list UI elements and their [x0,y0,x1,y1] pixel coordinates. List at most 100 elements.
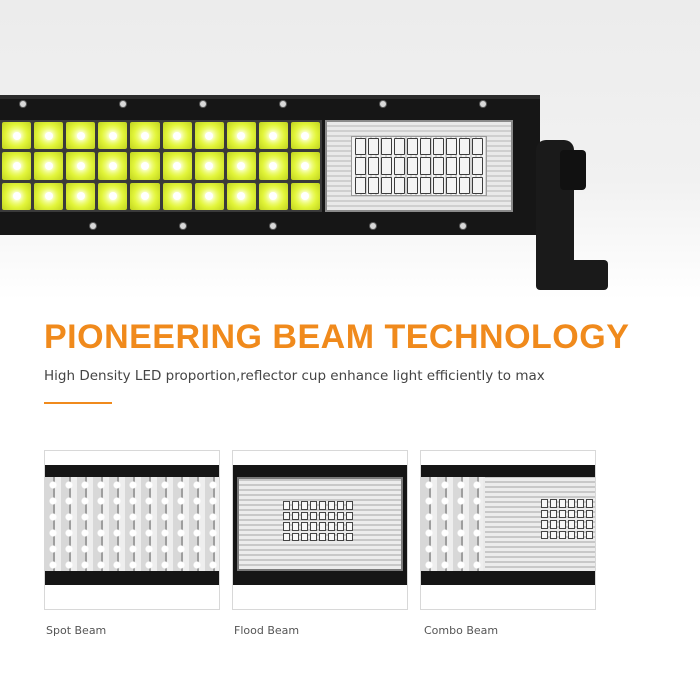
led-chip [292,522,299,531]
led-chip [292,501,299,510]
led-chip [292,511,299,520]
mounting-bracket [530,140,610,300]
led-chip [420,138,431,156]
led-chip [368,176,379,194]
led-chip [337,532,344,541]
spot-beam-image [44,450,220,610]
led-chip [472,138,483,156]
flood-led-array [541,499,593,539]
led-chip [355,157,366,175]
led-chip [541,499,548,508]
led-chip [130,122,160,150]
led-chip [346,511,353,520]
led-chip [433,138,444,156]
led-chip [2,122,32,150]
led-chip [433,157,444,175]
led-chip [328,522,335,531]
led-chip [541,520,548,529]
led-chip [337,501,344,510]
led-chip [459,176,470,194]
led-chip [577,499,584,508]
led-chip [162,182,192,210]
led-chip [472,176,483,194]
screw [90,223,96,229]
led-chip [34,152,64,180]
combo-beam-caption: Combo Beam [424,624,499,637]
screw [200,101,206,107]
screw [280,101,286,107]
led-chip [368,157,379,175]
led-chip [337,511,344,520]
screw [180,223,186,229]
led-chip [337,522,344,531]
led-chip [550,509,557,518]
led-chip [368,138,379,156]
spot-section [421,477,483,571]
led-chip [34,122,64,150]
led-chip [586,499,593,508]
led-chip [328,501,335,510]
spot-beam-caption: Spot Beam [46,624,107,637]
led-chip [433,176,444,194]
led-chip [559,530,566,539]
led-chip [290,152,320,180]
bracket-foot [536,260,608,290]
led-chip [541,530,548,539]
led-chip [420,176,431,194]
led-chip [568,520,575,529]
hero-product-image [0,0,700,300]
screw [120,101,126,107]
led-chip [162,122,192,150]
led-chip [98,182,128,210]
led-chip [2,152,32,180]
led-chip [394,157,405,175]
led-chip [226,152,256,180]
led-chip [559,520,566,529]
led-chip [226,122,256,150]
led-chip [394,176,405,194]
led-chip [290,122,320,150]
flood-led-array [355,138,483,194]
led-chip [66,122,96,150]
led-chip [34,182,64,210]
flood-section [485,477,595,571]
led-chip [283,532,290,541]
led-chip [472,157,483,175]
led-chip [319,532,326,541]
led-chip [98,122,128,150]
led-chip [407,157,418,175]
led-spot-array [0,120,322,212]
led-chip [577,509,584,518]
led-chip [301,511,308,520]
screw [370,223,376,229]
led-chip [258,182,288,210]
led-chip [310,522,317,531]
led-chip [346,532,353,541]
led-chip [162,152,192,180]
led-chip [586,530,593,539]
led-chip [420,157,431,175]
led-chip [355,176,366,194]
led-chip [301,522,308,531]
led-chip [568,530,575,539]
led-chip [301,532,308,541]
led-chip [381,138,392,156]
led-chip [319,522,326,531]
led-chip [66,152,96,180]
flood-reflector-panel [325,120,513,212]
led-chip [283,501,290,510]
led-chip [381,157,392,175]
led-chip [559,509,566,518]
led-chip [258,122,288,150]
led-chip [310,511,317,520]
led-chip [586,520,593,529]
led-chip [446,138,457,156]
led-chip [541,509,548,518]
led-chip [346,501,353,510]
led-chip [559,499,566,508]
led-chip [577,530,584,539]
led-chip [194,182,224,210]
combo-beam-lens [421,477,595,571]
led-chip [394,138,405,156]
led-chip [459,138,470,156]
